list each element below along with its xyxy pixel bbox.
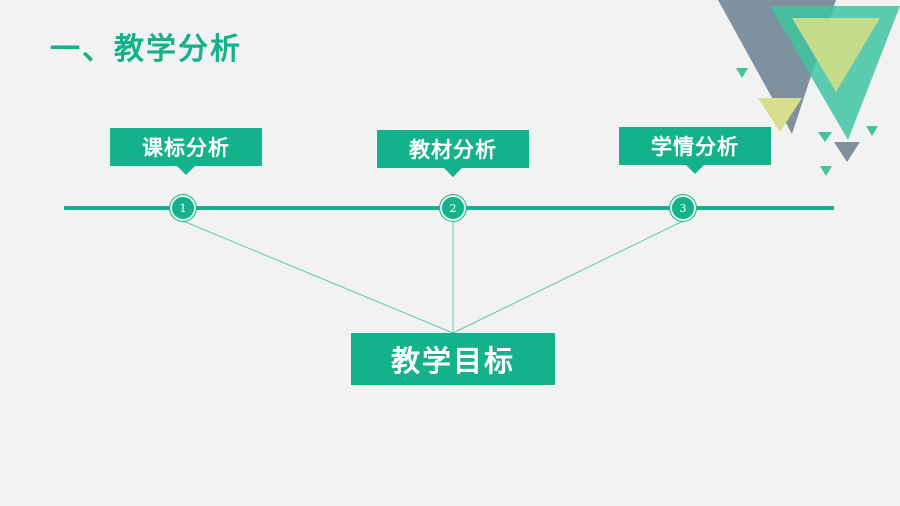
step-label-1-text: 课标分析 [142, 136, 230, 160]
deco-triangle-teal-tiny-1 [736, 68, 748, 78]
step-node-3: 3 [670, 195, 696, 221]
deco-triangle-lime [792, 18, 880, 92]
goal-box: 教学目标 [351, 333, 555, 385]
step-label-3-text: 学情分析 [651, 135, 739, 159]
step-label-1-pointer [177, 166, 195, 175]
deco-triangle-slate-small [834, 142, 860, 162]
connector-3 [452, 220, 684, 334]
step-label-1: 课标分析 [110, 128, 262, 175]
step-node-2: 2 [440, 195, 466, 221]
step-label-3: 学情分析 [619, 127, 771, 174]
page-title: 一、教学分析 [50, 32, 242, 67]
connector-1 [182, 220, 454, 334]
deco-triangle-teal-tiny-2 [818, 132, 832, 142]
step-node-1: 1 [170, 195, 196, 221]
step-label-3-pointer [686, 165, 704, 174]
deco-triangle-teal-tiny-3 [866, 126, 878, 136]
deco-triangle-lime-small [758, 98, 802, 132]
deco-triangle-teal-tiny-4 [820, 166, 832, 176]
step-label-2-text: 教材分析 [409, 138, 497, 162]
step-label-2-pointer [444, 168, 462, 177]
step-label-2: 教材分析 [377, 130, 529, 177]
